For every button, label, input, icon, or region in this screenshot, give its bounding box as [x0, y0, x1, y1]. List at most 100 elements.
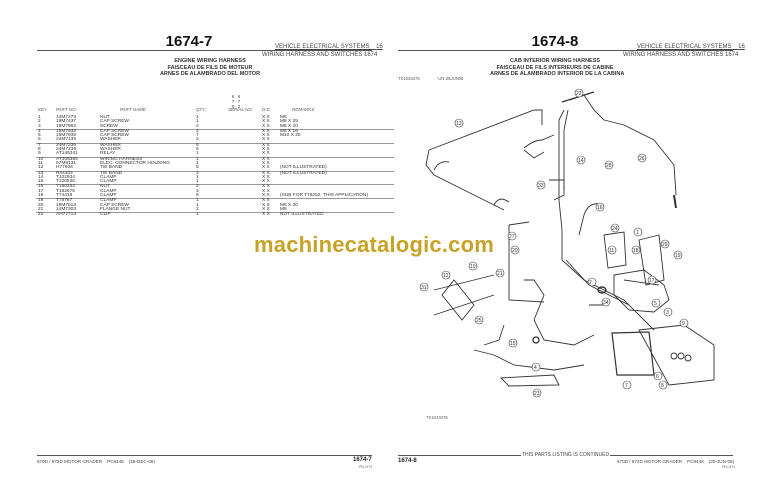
remarks-cell: NOT ILLUSTRATED — [278, 212, 394, 218]
part-no-cell: T120536 — [56, 179, 75, 185]
remarks-cell — [278, 198, 394, 204]
qty-cell: 3 — [194, 170, 226, 176]
figure-tag: -UN-25JUN08 — [437, 76, 464, 81]
svg-text:1: 1 — [636, 230, 639, 236]
svg-text:18: 18 — [633, 248, 639, 254]
model-670d-header: 6 7 0 — [231, 94, 235, 109]
remarks-cell: M8 — [280, 115, 287, 120]
key-cell: 9 — [38, 151, 41, 157]
section-subtitle: WIRING HARNESS AND SWITCHES 1674 — [262, 52, 378, 58]
part-name-cell: CAP SCREW — [100, 202, 129, 208]
svg-text:14: 14 — [578, 158, 584, 164]
key-cell: 22 — [36, 212, 54, 218]
svg-text:9: 9 — [682, 321, 685, 327]
figure-id: TX1043476 — [398, 76, 420, 81]
qty-cell: 1 — [196, 115, 199, 120]
svg-text:3: 3 — [666, 310, 669, 316]
model-marks-cell: X X — [262, 119, 270, 125]
part-no-cell: AH77714 — [54, 212, 98, 218]
col-part-name: PART NAME — [120, 107, 146, 112]
part-name-cell: CAP SCREW — [98, 128, 194, 135]
model-marks-cell: X X — [262, 179, 270, 185]
key-cell: 15 — [38, 179, 44, 185]
svg-text:34: 34 — [603, 300, 609, 306]
key-cell: 16 — [36, 184, 54, 190]
remarks-cell: (NOT ILLUSTRATED) — [278, 170, 394, 176]
assembly-titles: CAB INTERIOR WIRING HARNESS FAISCEAU DE … — [490, 58, 625, 77]
col-key: KEY — [38, 107, 48, 112]
svg-text:19: 19 — [675, 253, 681, 259]
key-cell: 19 — [36, 198, 54, 204]
part-no-cell: 24M7135 — [56, 137, 77, 143]
key-cell: 10 — [36, 156, 54, 162]
section-title: VEHICLE ELECTRICAL SYSTEMS 16 — [275, 44, 383, 50]
remarks-cell: M8 — [280, 206, 287, 212]
part-name-cell: CAP SCREW — [100, 119, 129, 125]
serial-cell — [226, 198, 260, 204]
model-marks-cell: X X — [262, 206, 270, 212]
serial-cell — [226, 170, 260, 176]
model-marks-cell: X X — [262, 193, 270, 199]
part-no-cell: 14M7303 — [56, 206, 77, 212]
part-no-cell: 14M7273 — [56, 115, 77, 120]
part-no-cell: T74416 — [56, 193, 73, 199]
key-cell: 3 — [38, 123, 41, 129]
svg-text:27: 27 — [509, 234, 515, 240]
remarks-cell: M8 X 30 — [280, 202, 298, 208]
header-rule — [398, 50, 733, 51]
qty-cell: 2 — [194, 128, 226, 135]
key-cell: 6 — [38, 137, 41, 143]
svg-text:26: 26 — [639, 156, 645, 162]
remarks-cell — [278, 142, 394, 149]
figure-caption: TX1043476 — [426, 415, 448, 420]
svg-text:7: 7 — [625, 383, 628, 389]
svg-text:6: 6 — [656, 374, 659, 380]
key-cell: 2 — [38, 119, 41, 125]
key-cell: 14 — [38, 174, 44, 180]
model-marks-cell: X X — [260, 184, 278, 190]
svg-text:4: 4 — [534, 365, 537, 371]
footer-rule — [37, 455, 372, 456]
footer-page-number: 1674-7 — [353, 457, 372, 463]
svg-text:13: 13 — [456, 121, 462, 127]
part-no-cell: T102934 — [56, 174, 75, 180]
qty-cell: 2 — [196, 206, 199, 212]
part-no-cell: 57M8131 — [56, 160, 77, 166]
svg-text:12: 12 — [443, 273, 449, 279]
assembly-titles: ENGINE WIRING HARNESS FAISCEAU DE FILS D… — [159, 58, 261, 77]
model-marks-cell: X X — [262, 188, 270, 194]
footer-pn: PN=374 — [722, 465, 736, 469]
part-name-cell: NUT — [98, 184, 194, 190]
qty-cell: 5 — [196, 193, 199, 199]
part-no-cell: R44302 — [54, 170, 98, 176]
part-name-cell: TIE BAND — [98, 170, 194, 176]
part-no-cell: 19M7932 — [54, 128, 98, 135]
col-qty: QTY. — [196, 107, 207, 112]
col-remarks: REMARKS — [292, 107, 315, 112]
svg-text:15: 15 — [510, 341, 516, 347]
qty-cell: 1 — [196, 119, 199, 125]
svg-text:16: 16 — [597, 205, 603, 211]
qty-cell: 1 — [196, 174, 199, 180]
section-title: VEHICLE ELECTRICAL SYSTEMS 16 — [637, 44, 745, 50]
svg-text:17: 17 — [649, 278, 655, 284]
model-marks-cell: X X — [260, 156, 278, 162]
section-subtitle: WIRING HARNESS AND SWITCHES 1674 — [623, 52, 739, 58]
remarks-cell: M6 X 20 — [280, 123, 298, 129]
part-name-cell: TIE BAND — [100, 165, 123, 171]
watermark-text: machinecatalogic.com — [254, 232, 494, 257]
part-no-cell: 19M7862 — [56, 123, 77, 129]
